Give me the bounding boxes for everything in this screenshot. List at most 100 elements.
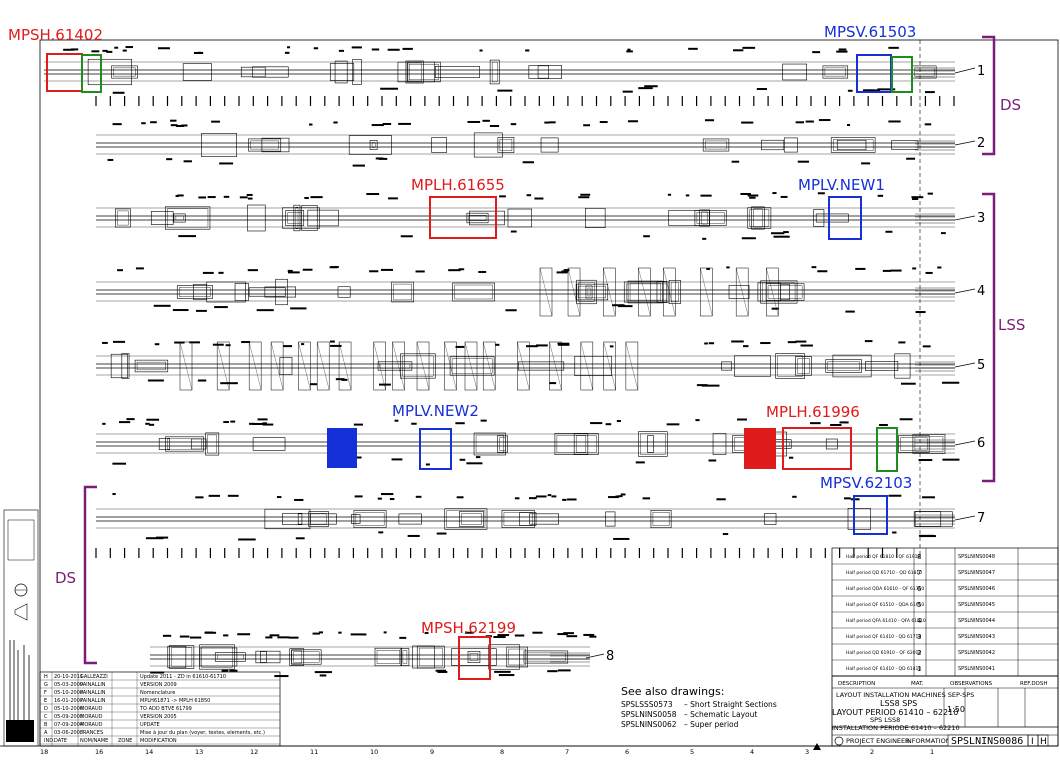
green-box-2	[891, 56, 913, 93]
beamline-row-4	[96, 266, 955, 314]
beamline-row-6	[96, 418, 960, 466]
revision-text-4: TO ADD BTVE 61799	[139, 706, 192, 712]
mplh-61655-box	[429, 196, 497, 239]
green-box-3	[876, 427, 898, 472]
part-ref-2: SPSLNINS0046	[958, 586, 995, 592]
ruler-ticks-2	[95, 548, 898, 558]
beamline-row-2	[96, 119, 955, 167]
label-mplv-new2: MPLV.NEW2	[392, 402, 479, 420]
revision-text-5: VERSION 2005	[140, 714, 177, 720]
part-idx-0: 8	[917, 553, 921, 561]
beamline-rows	[44, 46, 960, 678]
scale-mark-10: 6	[625, 748, 629, 756]
title-line-5: INSTALLATION PERIODE 61410 – 62210	[832, 724, 960, 732]
part-ref-3: SPSLNINS0045	[958, 602, 995, 608]
mpsv-62103-box	[853, 495, 888, 535]
label-mpsv-61503: MPSV.61503	[824, 23, 916, 41]
lss-label: LSS	[998, 316, 1025, 334]
part-idx-7: 1	[917, 665, 921, 673]
label-mplh-61996: MPLH.61996	[766, 403, 860, 421]
title-mat-header: MAT.	[911, 681, 924, 687]
title-line-1: LAYOUT INSTALLATION MACHINES SEP-SPS	[836, 691, 974, 699]
revision-date-5: 05-09-2005	[54, 714, 83, 720]
title-line-3: LAYOUT PERIOD 61410 – 62210	[832, 708, 958, 717]
beamline-row-3	[96, 192, 955, 240]
part-idx-6: 2	[917, 649, 921, 657]
part-ref-1: SPSLNINS0047	[958, 570, 995, 576]
beamline-row-1	[44, 46, 955, 94]
part-desc-7: Half period QF 61410 - QD 61410	[846, 666, 921, 672]
title-project-engineer: PROJECT ENGINEER	[846, 737, 910, 745]
see-also-code-2: SPSLNINS0058	[621, 710, 677, 719]
scale-mark-15: 1	[930, 748, 934, 756]
side-label-block	[3, 509, 39, 747]
row-number-2: 2	[977, 136, 985, 151]
part-idx-3: 5	[917, 601, 921, 609]
lss-bracket	[982, 192, 996, 483]
revision-rev-2: F	[44, 690, 47, 696]
label-mplh-61655: MPLH.61655	[411, 176, 505, 194]
equipment-cluster-1	[539, 267, 779, 317]
title-line-4: SPS LSS8	[870, 716, 900, 724]
scale-mark-2: 14	[145, 748, 153, 756]
part-ref-5: SPSLNINS0043	[958, 634, 995, 640]
label-mplv-new1: MPLV.NEW1	[798, 176, 885, 194]
scale-mark-12: 4	[750, 748, 754, 756]
see-also-block: See also drawings: SPSLSSS0573 – Short S…	[621, 685, 777, 729]
revision-name-5: MORAUD	[80, 714, 103, 720]
revision-text-0: Update 2011 - ZD in 61610-61710	[140, 674, 226, 680]
row-number-8: 8	[606, 649, 614, 664]
part-desc-3: Half period QF 61510 - QDA 61610	[846, 602, 924, 608]
revision-zone-header: ZONE	[118, 738, 132, 744]
scale-mark-5: 11	[310, 748, 318, 756]
part-idx-4: 4	[917, 617, 922, 625]
revision-text-2: Nomenclature	[140, 690, 175, 696]
row-number-7: 7	[977, 511, 985, 526]
scale-mark-11: 5	[690, 748, 694, 756]
see-also-desc-2: – Schematic Layout	[684, 710, 757, 719]
mpsh-62199-box	[458, 636, 491, 680]
see-also-code-1: SPSLSSS0573	[621, 700, 673, 709]
mpsh-61402-box	[46, 53, 83, 92]
revision-rev-8: IND.	[44, 738, 55, 744]
mplv-new2-box	[419, 428, 452, 470]
label-mpsh-62199: MPSH.62199	[421, 619, 516, 637]
label-mpsv-62103: MPSV.62103	[820, 474, 912, 492]
ds-top-bracket	[982, 35, 996, 156]
see-also-heading: See also drawings:	[621, 685, 724, 698]
see-also-code-3: SPSLNINS0062	[621, 720, 677, 729]
title-ref-header: REF.DOSH	[1020, 681, 1048, 687]
revision-text-6: UPDATE	[140, 722, 160, 728]
mpsv-61503-box	[856, 54, 892, 93]
label-mpsh-61402: MPSH.61402	[8, 26, 103, 44]
revision-text-3: MPLH61871 -> MPLH 61850	[140, 698, 210, 704]
sheet-frame	[39, 39, 1059, 747]
part-desc-4: Half period QFA 61410 - QFA 61510	[846, 618, 926, 624]
part-desc-6: Half period QD 61910 - QF 62010	[846, 650, 921, 656]
revision-date-2: 05-10-2008	[54, 690, 83, 696]
equipment-cluster-2	[179, 341, 639, 391]
scale-mark-4: 12	[250, 748, 258, 756]
drawing-number: SPSLNINS0086	[951, 736, 1023, 747]
revision-name-6: MORAUD	[80, 722, 103, 728]
part-desc-2: Half period QDA 61610 - QF 61710	[846, 586, 924, 592]
part-desc-1: Half period QD 61710 - QD 61810	[846, 570, 922, 576]
part-ref-4: SPSLNINS0044	[958, 618, 995, 624]
revision-name-7: FRANCES	[80, 730, 103, 736]
row-number-6: 6	[977, 436, 985, 451]
scale-mark-8: 8	[500, 748, 504, 756]
drawing-revision: I	[1031, 737, 1034, 747]
revision-rev-0: H	[44, 674, 48, 680]
part-ref-6: SPSLNINS0042	[958, 650, 995, 656]
revision-date-6: 07-09-2004	[54, 722, 83, 728]
green-box-1	[81, 54, 102, 93]
ds-top-label: DS	[1000, 96, 1021, 114]
revision-date-1: 05-03-2009	[54, 682, 83, 688]
beamline-row-8	[150, 631, 597, 678]
revision-text-1: VERSION 2009	[140, 682, 177, 688]
